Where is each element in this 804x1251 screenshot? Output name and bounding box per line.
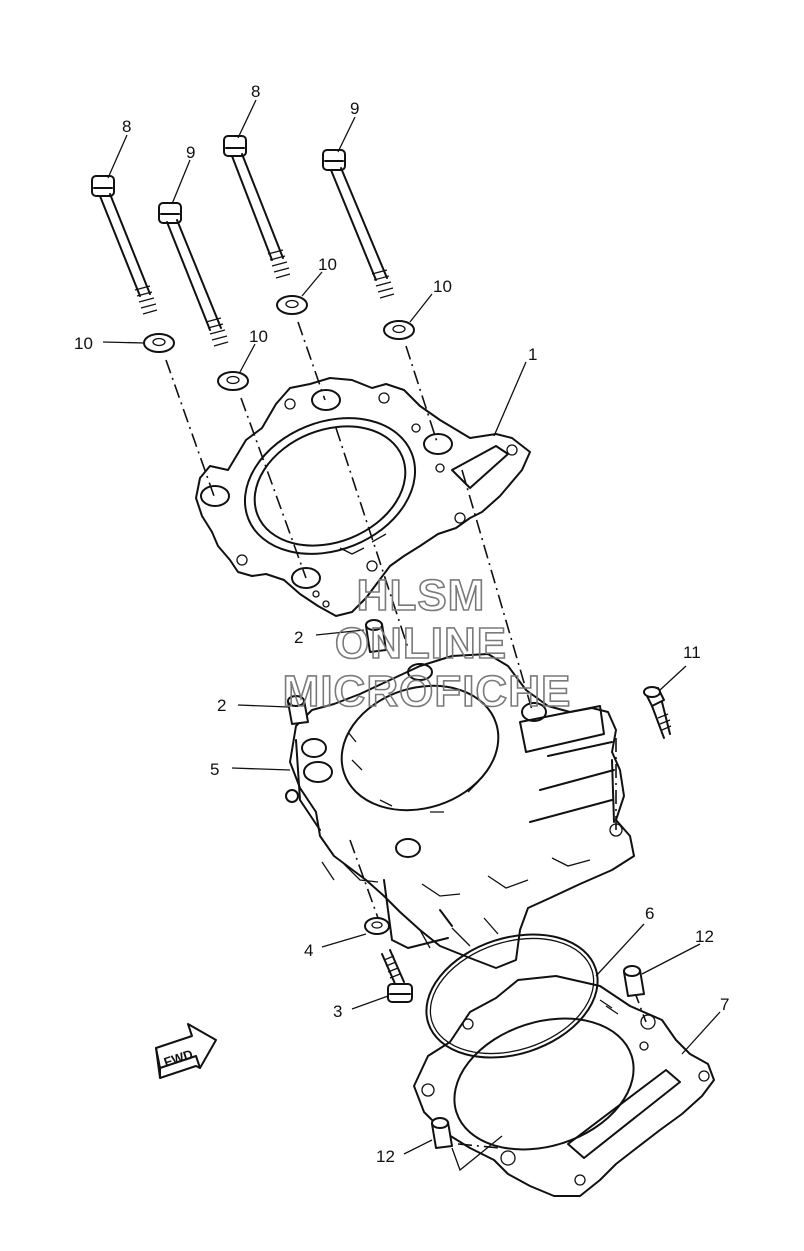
callout-5: 5 bbox=[210, 760, 219, 779]
washer-10-d bbox=[383, 320, 415, 340]
bolt-11 bbox=[643, 686, 672, 739]
dowel-pin-2-lower bbox=[287, 695, 309, 725]
callout-7: 7 bbox=[720, 995, 729, 1014]
washer-4 bbox=[364, 917, 390, 935]
callout-2-lower: 2 bbox=[217, 696, 226, 715]
bolt-8-right bbox=[223, 135, 291, 279]
dowel-pin-2-upper bbox=[365, 619, 387, 653]
callout-2-upper: 2 bbox=[294, 628, 303, 647]
bolt-3 bbox=[381, 949, 413, 1003]
forward-direction-arrow-icon: FWD bbox=[155, 1023, 217, 1079]
callout-10-left: 10 bbox=[74, 334, 93, 353]
callout-9-right: 9 bbox=[350, 99, 359, 118]
callout-6: 6 bbox=[645, 904, 654, 923]
callout-4: 4 bbox=[304, 941, 313, 960]
dowel-pin-12-upper bbox=[623, 965, 645, 997]
o-ring-6 bbox=[425, 933, 599, 1059]
bolt-9-right bbox=[322, 149, 395, 299]
callout-8-left: 8 bbox=[122, 117, 131, 136]
callout-9-left: 9 bbox=[186, 143, 195, 162]
callout-11: 11 bbox=[683, 643, 701, 662]
callout-10-upper: 10 bbox=[318, 255, 337, 274]
watermark-line-2: ONLINE bbox=[335, 619, 507, 668]
callout-3: 3 bbox=[333, 1002, 342, 1021]
callout-8-right: 8 bbox=[251, 82, 260, 101]
center-lines bbox=[165, 321, 647, 1149]
callout-1: 1 bbox=[528, 345, 537, 364]
callout-10-right: 10 bbox=[433, 277, 452, 296]
cylinder-base-gasket bbox=[413, 975, 715, 1197]
watermark: HLSM ONLINE MICROFICHE bbox=[282, 570, 572, 717]
callout-12-lower: 12 bbox=[376, 1147, 395, 1166]
cylinder-head-gasket bbox=[195, 377, 531, 617]
watermark-line-1: HLSM bbox=[357, 571, 486, 620]
callout-10-center: 10 bbox=[249, 327, 268, 346]
dowel-pin-12-lower bbox=[431, 1117, 503, 1172]
watermark-line-3: MICROFICHE bbox=[283, 667, 572, 716]
washer-10-b bbox=[217, 371, 249, 391]
leader-lines bbox=[102, 99, 721, 1155]
bolt-9-left bbox=[158, 202, 229, 347]
callout-labels: 1 2 2 3 4 5 6 7 8 8 9 9 10 10 10 10 11 1… bbox=[74, 82, 729, 1166]
callout-12-upper: 12 bbox=[695, 927, 714, 946]
bolt-8-left bbox=[91, 175, 158, 315]
cylinder-block bbox=[285, 653, 635, 969]
washer-10-c bbox=[276, 295, 308, 315]
washer-10-a bbox=[143, 333, 175, 353]
